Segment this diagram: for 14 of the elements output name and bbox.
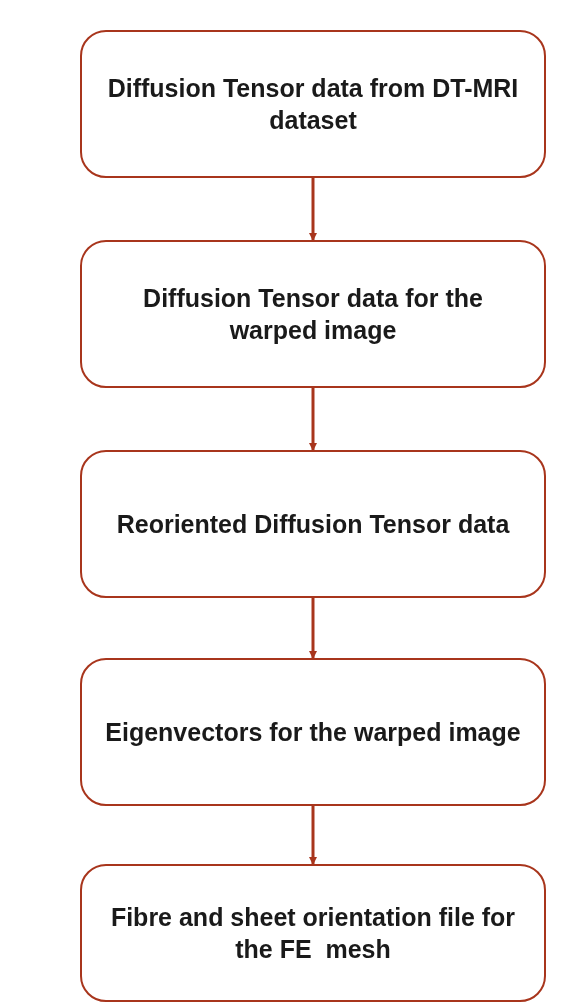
arrow: [309, 806, 317, 865]
process-box: [80, 864, 546, 1002]
arrow: [309, 388, 317, 451]
arrow: [309, 598, 317, 659]
process-box: [80, 30, 546, 178]
process-box: [80, 450, 546, 598]
process-box: [80, 240, 546, 388]
process-box: [80, 658, 546, 806]
box-text: Fibre and sheet orientation file for the FE mesh: [109, 901, 517, 965]
box-text: Eigenvectors for the warped image: [105, 716, 521, 748]
box-text: Diffusion Tensor data for the warped image: [142, 282, 484, 346]
box-text: Diffusion Tensor data from DT-MRI dataset: [106, 72, 520, 136]
arrow: [309, 178, 317, 241]
box-text: Reoriented Diffusion Tensor data: [116, 508, 510, 540]
